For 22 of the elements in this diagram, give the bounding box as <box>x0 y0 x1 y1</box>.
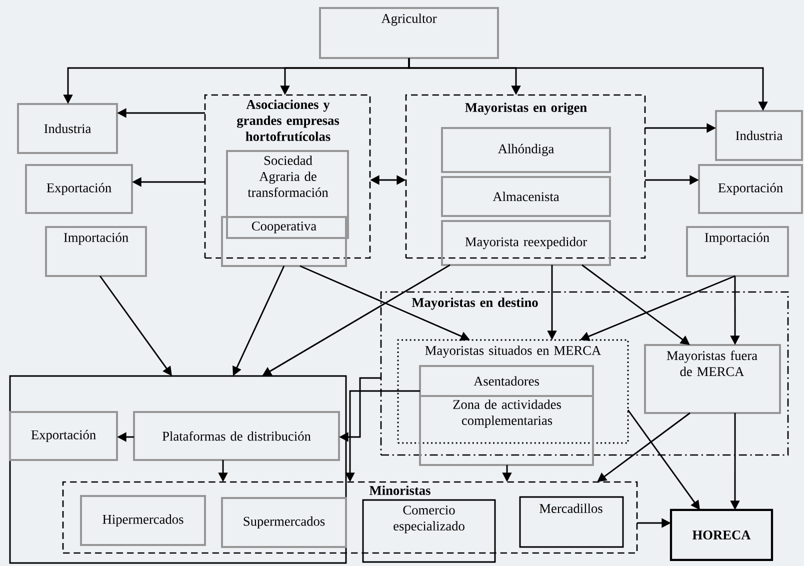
stage-box: Exportación <box>25 164 133 214</box>
stage-box: Zona de actividades complementarias <box>419 395 594 466</box>
stage-box: Importación <box>686 226 789 277</box>
stage-box: Importación <box>45 226 147 277</box>
stage-box: Mayoristas fuera de MERCA <box>644 344 781 414</box>
stage-box: Cooperativa <box>221 216 347 267</box>
stage-box: Hipermercados <box>80 495 206 546</box>
stage-box: Mercadillos <box>519 496 624 548</box>
stage-box: Industria <box>17 103 118 154</box>
stage-box: Supermercados <box>221 497 347 548</box>
stage-box: Industria <box>715 110 803 161</box>
stage-box: Exportación <box>698 164 803 214</box>
stage-box: HORECA <box>670 508 774 562</box>
stage-box: Exportación <box>9 411 118 461</box>
stage-box: Agricultor <box>319 7 499 59</box>
stage-box: Comercio especializado <box>362 499 496 563</box>
stage-box: Asentadores <box>419 365 594 397</box>
stage-box: Alhóndiga <box>441 127 611 173</box>
stage-box: Mayorista reexpedidor <box>441 220 611 266</box>
stage-box: Plataformas de distribución <box>133 411 340 461</box>
stage-box: Almacenista <box>441 176 611 217</box>
frame-box <box>9 375 347 564</box>
